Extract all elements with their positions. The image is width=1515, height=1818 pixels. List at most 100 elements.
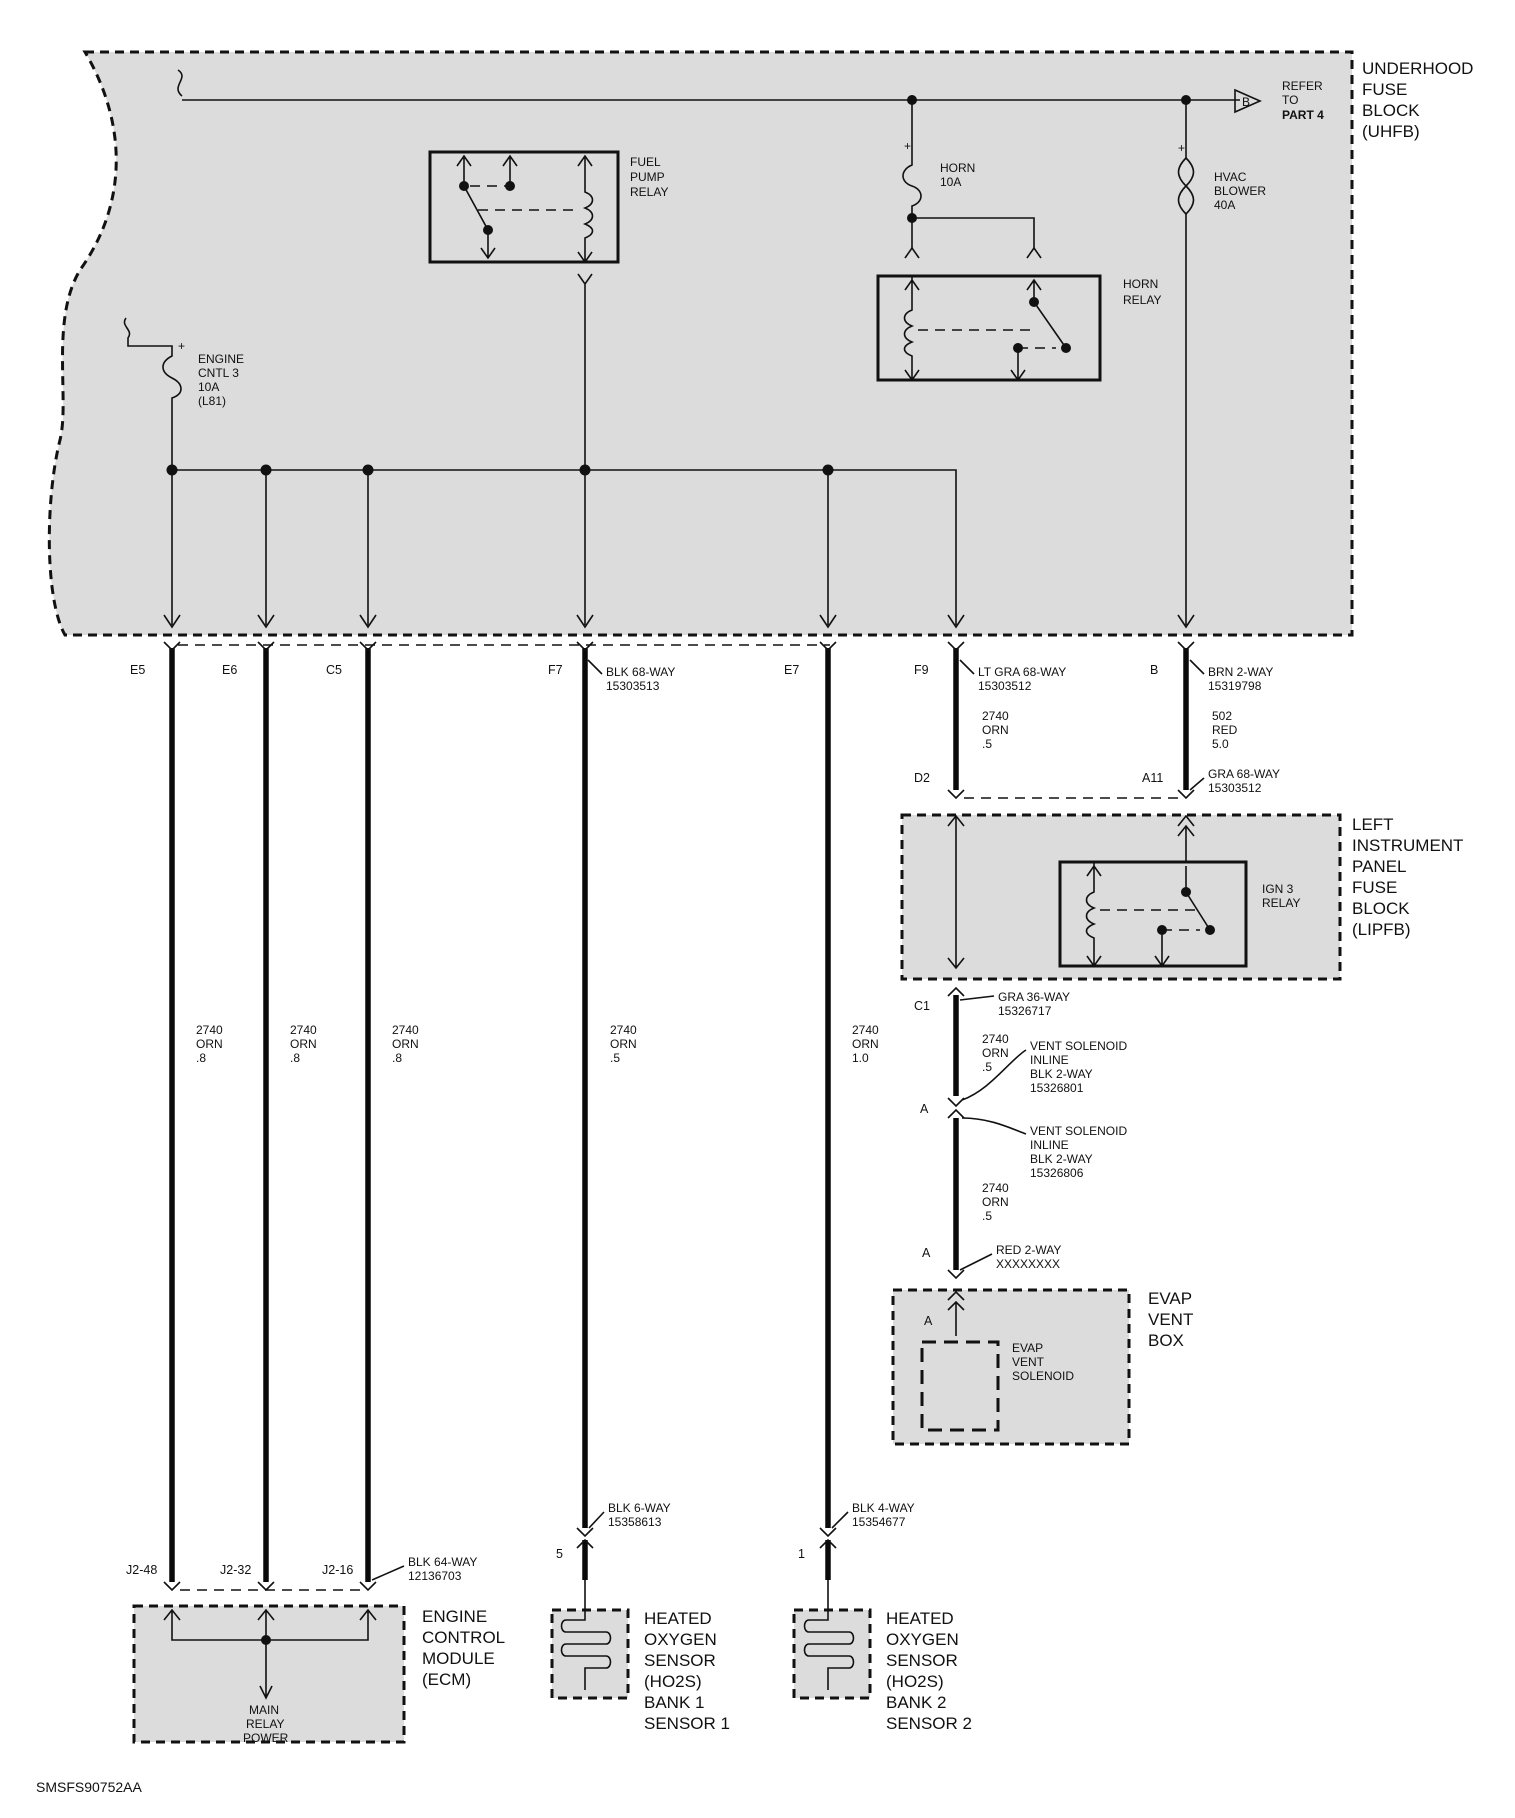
uhfb-label-1: UNDERHOOD <box>1362 59 1473 78</box>
ho2s2-label-1: HEATED <box>886 1609 954 1628</box>
distribution-bus-wire <box>171 469 957 625</box>
svg-text:+: + <box>904 139 911 153</box>
evap-vent-solenoid-icon <box>920 1340 1000 1432</box>
pin-red2-a: A <box>922 1246 931 1260</box>
harness-wires <box>169 648 1189 1582</box>
ecm-label-4: (ECM) <box>422 1670 471 1689</box>
fuel-pump-relay-label-2: PUMP <box>630 170 665 184</box>
lipfb-label-2: INSTRUMENT <box>1352 836 1463 855</box>
conn-blk4-1: BLK 4-WAY <box>852 1501 915 1515</box>
hvac-fuse-label-2: BLOWER <box>1214 184 1266 198</box>
wire-f9-spec-1: 2740 <box>982 709 1009 723</box>
hvac-fuse-label-1: HVAC <box>1214 170 1247 184</box>
conn-blk6-2: 15358613 <box>608 1515 662 1529</box>
lipfb-label-1: LEFT <box>1352 815 1394 834</box>
pin-e7: E7 <box>784 663 799 677</box>
horn-relay-box <box>876 274 1102 382</box>
ho2s1-label-1: HEATED <box>644 1609 712 1628</box>
horn-relay-label-2: RELAY <box>1123 293 1161 307</box>
ecm-inner-label-3: POWER <box>243 1731 289 1745</box>
conn-brn2-1: BRN 2-WAY <box>1208 665 1273 679</box>
conn-inline1-4: 15326801 <box>1030 1081 1084 1095</box>
pin-blk6-5: 5 <box>556 1547 563 1561</box>
conn-ltgra68-2: 15303512 <box>978 679 1032 693</box>
wire-f9-spec-3: .5 <box>982 737 992 751</box>
wire-b-spec-2: RED <box>1212 723 1238 737</box>
conn-gra68-1: GRA 68-WAY <box>1208 767 1280 781</box>
ho2s-bank1-sensor1-box <box>550 1608 630 1700</box>
engine-fuse-label-1: ENGINE <box>198 352 244 366</box>
engine-fuse-label-4: (L81) <box>198 394 226 408</box>
conn-inline1-3: BLK 2-WAY <box>1030 1067 1093 1081</box>
evap-solenoid-label-3: SOLENOID <box>1012 1369 1074 1383</box>
wire-inline-spec-1: 2740 <box>982 1181 1009 1195</box>
engine-fuse-label-3: 10A <box>198 380 219 394</box>
wire-f9-spec-2: ORN <box>982 723 1009 737</box>
ho2s1-label-4: (HO2S) <box>644 1672 702 1691</box>
conn-blk6-1: BLK 6-WAY <box>608 1501 671 1515</box>
ign3-relay-box <box>1058 860 1248 968</box>
uhfb-label-3: BLOCK <box>1362 101 1420 120</box>
ecm-inner-label-2: RELAY <box>246 1717 284 1731</box>
wire-specs: 2740 ORN .8 2740 ORN .8 2740 ORN .8 2740… <box>196 1023 879 1065</box>
conn-inline2-1: VENT SOLENOID <box>1030 1124 1127 1138</box>
wire-e5-spec-2: ORN <box>196 1037 223 1051</box>
wire-e7-spec-3: 1.0 <box>852 1051 869 1065</box>
wire-f7-spec-3: .5 <box>610 1051 620 1065</box>
evap-label-3: BOX <box>1148 1331 1184 1350</box>
lipfb-label-5: BLOCK <box>1352 899 1410 918</box>
fuel-pump-relay-label-3: RELAY <box>630 185 668 199</box>
ecm-label-1: ENGINE <box>422 1607 487 1626</box>
conn-blk64-1: BLK 64-WAY <box>408 1555 477 1569</box>
ho2s-bank2-sensor2-box <box>792 1608 872 1700</box>
uhfb-label-2: FUSE <box>1362 80 1407 99</box>
wire-inline-spec-3: .5 <box>982 1209 992 1223</box>
wire-c5-spec-3: .8 <box>392 1051 402 1065</box>
ho2s2-label-2: OXYGEN <box>886 1630 959 1649</box>
ecm-label-2: CONTROL <box>422 1628 505 1647</box>
conn-inline2-3: BLK 2-WAY <box>1030 1152 1093 1166</box>
ho2s1-label-5: BANK 1 <box>644 1693 704 1712</box>
ho2s1-label-3: SENSOR <box>644 1651 716 1670</box>
conn-ltgra68-1: LT GRA 68-WAY <box>978 665 1066 679</box>
lipfb-label-3: PANEL <box>1352 857 1407 876</box>
wire-e6-spec-3: .8 <box>290 1051 300 1065</box>
wire-c1-spec-3: .5 <box>982 1060 992 1074</box>
ho2s-bank2-heater-icon <box>803 1580 855 1690</box>
wire-c1-spec-2: ORN <box>982 1046 1009 1060</box>
engine-fuse-label-2: CNTL 3 <box>198 366 239 380</box>
pin-e6: E6 <box>222 663 237 677</box>
wire-b-spec-1: 502 <box>1212 709 1232 723</box>
refer-arrow <box>1234 88 1262 114</box>
lipfb-zone <box>900 813 1342 981</box>
evap-vent-box-zone <box>891 1288 1131 1446</box>
ho2s1-label-6: SENSOR 1 <box>644 1714 730 1733</box>
hvac-fuse-label-3: 40A <box>1214 198 1235 212</box>
pin-j2-16: J2-16 <box>322 1563 353 1577</box>
wire-b-spec-3: 5.0 <box>1212 737 1229 751</box>
pin-d2: D2 <box>914 771 930 785</box>
ign3-relay-coil-icon <box>1085 862 1102 968</box>
lipfb-label-4: FUSE <box>1352 878 1397 897</box>
ho2s2-label-3: SENSOR <box>886 1651 958 1670</box>
underhood-fuse-block-zone <box>47 50 1354 637</box>
wire-f7-spec-1: 2740 <box>610 1023 637 1037</box>
wire-e6-spec-2: ORN <box>290 1037 317 1051</box>
evap-solenoid-label-2: VENT <box>1012 1355 1045 1369</box>
pin-a11: A11 <box>1142 771 1163 785</box>
wire-f7-spec-2: ORN <box>610 1037 637 1051</box>
pin-j2-32: J2-32 <box>220 1563 251 1577</box>
refer-part-text: PART 4 <box>1282 108 1324 122</box>
wire-e6-spec-1: 2740 <box>290 1023 317 1037</box>
fuel-pump-relay-label-1: FUEL <box>630 155 661 169</box>
pin-evap-a: A <box>924 1314 933 1328</box>
ign3-relay-label-2: RELAY <box>1262 896 1300 910</box>
conn-blk68-1: BLK 68-WAY <box>606 665 675 679</box>
conn-inline2-2: INLINE <box>1030 1138 1069 1152</box>
wire-c5-spec-2: ORN <box>392 1037 419 1051</box>
horn-relay-coil-icon <box>903 276 920 382</box>
pin-b: B <box>1150 663 1158 677</box>
engine-cntl-fuse-symbol <box>123 317 182 470</box>
evap-label-2: VENT <box>1148 1310 1193 1329</box>
